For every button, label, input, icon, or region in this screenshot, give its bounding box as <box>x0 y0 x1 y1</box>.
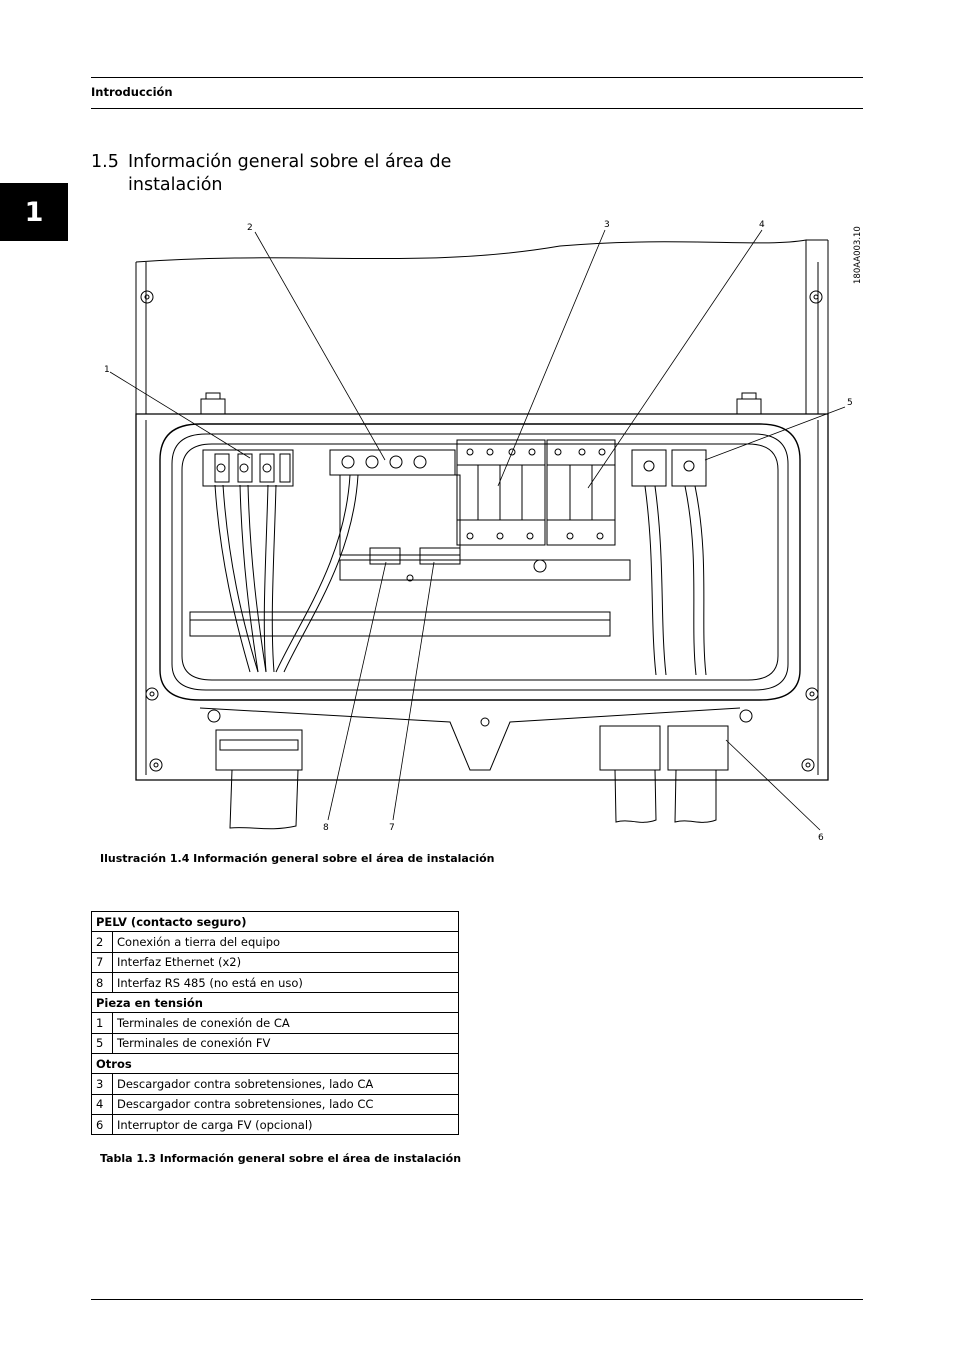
row-number: 6 <box>91 1113 113 1136</box>
group-title: Pieza en tensión <box>91 992 459 1014</box>
row-description: Descargador contra sobretensiones, lado … <box>112 1073 459 1095</box>
table-caption: Tabla 1.3 Información general sobre el á… <box>100 1152 462 1165</box>
row-number: 8 <box>91 971 113 994</box>
callout-3: 3 <box>604 220 610 230</box>
footer-rule <box>91 1299 863 1300</box>
group-title: Otros <box>91 1053 459 1075</box>
row-description: Interfaz RS 485 (no está en uso) <box>112 971 459 994</box>
figure-caption: Ilustración 1.4 Información general sobr… <box>100 852 495 865</box>
running-header-title: Introducción <box>91 85 173 99</box>
section-number: 1.5 <box>91 152 119 172</box>
row-number: 1 <box>91 1012 113 1034</box>
row-number: 7 <box>91 951 113 973</box>
installation-area-drawing: 1 2 3 4 5 6 7 8 180AA003.10 <box>104 220 863 843</box>
callout-1: 1 <box>104 365 110 375</box>
callout-8: 8 <box>323 823 329 833</box>
row-description: Terminales de conexión FV <box>112 1032 459 1055</box>
group-header-row: Pieza en tensión <box>91 992 459 1014</box>
row-number: 3 <box>91 1073 113 1095</box>
callout-4: 4 <box>759 220 765 230</box>
header-top-rule <box>91 77 863 78</box>
group-title: PELV (contacto seguro) <box>91 910 459 933</box>
section-heading: 1.5 Información general sobre el área de… <box>91 151 451 197</box>
section-title-line-2: instalación <box>128 175 223 195</box>
figure-code: 180AA003.10 <box>853 226 863 284</box>
section-title-line-1: Información general sobre el área de <box>128 152 452 172</box>
row-number: 4 <box>91 1093 113 1115</box>
group-header-row: Otros <box>91 1053 459 1075</box>
row-description: Conexión a tierra del equipo <box>112 931 459 953</box>
callout-7: 7 <box>389 823 395 833</box>
callout-5: 5 <box>847 398 853 408</box>
row-description: Terminales de conexión de CA <box>112 1012 459 1034</box>
chapter-tab: 1 <box>0 183 68 241</box>
section-title: Información general sobre el área de ins… <box>128 151 451 197</box>
group-header-row: PELV (contacto seguro) <box>91 910 459 933</box>
header-bottom-rule <box>91 108 863 109</box>
callout-6: 6 <box>818 833 824 843</box>
row-number: 5 <box>91 1032 113 1055</box>
row-description: Interfaz Ethernet (x2) <box>112 951 459 973</box>
row-description: Descargador contra sobretensiones, lado … <box>112 1093 459 1115</box>
callout-2: 2 <box>247 223 253 233</box>
row-description: Interruptor de carga FV (opcional) <box>112 1113 459 1136</box>
row-number: 2 <box>91 931 113 953</box>
